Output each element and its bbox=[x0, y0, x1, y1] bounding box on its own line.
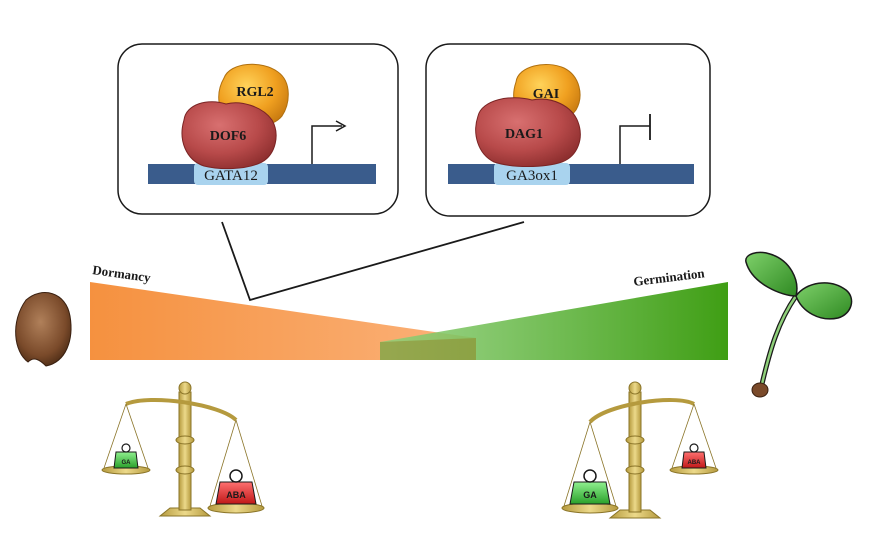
overlap-zone bbox=[380, 338, 476, 360]
dof6-protein bbox=[181, 101, 277, 170]
left-scale-base bbox=[158, 507, 212, 517]
right-pan-strings-b bbox=[671, 403, 717, 469]
seedling-icon bbox=[745, 251, 853, 398]
dag1-protein bbox=[475, 97, 581, 167]
ga-weight-icon bbox=[113, 451, 139, 469]
left-balance-scale: GA ABA bbox=[101, 381, 265, 517]
aba-light-weight-icon bbox=[681, 451, 707, 469]
left-pillar-ring-2 bbox=[175, 465, 195, 475]
right-pillar-ring-2 bbox=[625, 465, 645, 475]
left-scale-pivot bbox=[178, 381, 192, 395]
aba-weight-handle bbox=[229, 469, 243, 483]
right-light-weight-label: ABA bbox=[688, 460, 702, 466]
right-pillar-ring bbox=[625, 435, 645, 445]
left-leaf-icon bbox=[745, 251, 798, 297]
aba-light-weight-handle bbox=[689, 443, 699, 453]
right-heavy-weight-label: GA bbox=[583, 490, 597, 500]
dormancy-germination-gradient: Dormancy Germination bbox=[90, 262, 728, 360]
right-regulation-panel: GA3ox1 GAI DAG1 bbox=[425, 43, 711, 217]
right-gene-label: GA3ox1 bbox=[506, 168, 558, 184]
left-heavy-weight-label: ABA bbox=[226, 490, 246, 500]
left-pan-strings-a bbox=[103, 403, 149, 469]
ga-heavy-weight-icon bbox=[569, 481, 611, 505]
left-scale-beam bbox=[125, 397, 238, 422]
left-bottom-protein-label: DOF6 bbox=[210, 129, 247, 144]
right-pan-strings-a bbox=[563, 421, 617, 507]
ga-heavy-weight-handle bbox=[583, 469, 597, 483]
left-light-weight-label: GA bbox=[122, 460, 132, 466]
right-leaf-icon bbox=[795, 282, 853, 320]
left-gene-box bbox=[194, 163, 268, 185]
right-scale-base bbox=[608, 509, 662, 519]
left-scale-pillar bbox=[178, 391, 192, 511]
repression-line bbox=[619, 125, 650, 164]
germination-label: Germination bbox=[633, 265, 707, 289]
right-scale-pillar bbox=[628, 391, 642, 513]
right-bottom-protein-label: DAG1 bbox=[505, 127, 543, 142]
left-top-protein-label: RGL2 bbox=[236, 85, 273, 100]
dormancy-wedge bbox=[90, 282, 476, 360]
left-pan-strings-b bbox=[209, 419, 263, 507]
right-balance-scale: GA ABA bbox=[561, 381, 719, 519]
right-dna-bar bbox=[448, 164, 694, 184]
seedling-stem bbox=[759, 294, 799, 385]
dormancy-label: Dormancy bbox=[92, 262, 153, 285]
right-scale-pivot bbox=[628, 381, 642, 395]
right-gene-box bbox=[494, 163, 570, 185]
seedling-stem-inner bbox=[760, 295, 798, 385]
panel-connector-lines bbox=[221, 221, 525, 302]
aba-weight-icon bbox=[215, 481, 257, 505]
right-top-protein-label: GAI bbox=[533, 87, 559, 102]
activation-arrow bbox=[311, 125, 342, 164]
right-scale-beam bbox=[588, 398, 695, 424]
left-gene-label: GATA12 bbox=[204, 168, 258, 184]
arrow-head-icon bbox=[335, 120, 347, 132]
ga-weight-handle bbox=[121, 443, 131, 453]
seed-icon bbox=[15, 292, 72, 367]
left-pillar-ring bbox=[175, 435, 195, 445]
seedling-seed-coat bbox=[751, 382, 769, 398]
left-regulation-panel: GATA12 RGL2 DOF6 bbox=[117, 43, 399, 215]
